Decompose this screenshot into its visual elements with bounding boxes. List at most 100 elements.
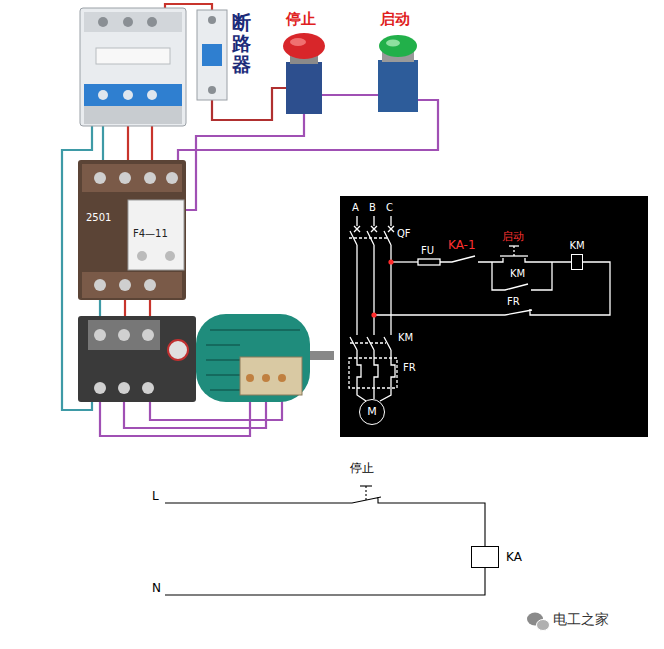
- schematic-panel: [349, 358, 397, 388]
- circuit-breaker: [147, 90, 157, 100]
- contactor: [137, 251, 147, 261]
- circuit-breaker: [84, 84, 182, 106]
- schematic-panel: [513, 246, 514, 256]
- symbol-label: 启动: [502, 230, 524, 243]
- phase-name: C: [386, 202, 393, 214]
- wire: [99, 298, 101, 318]
- stop-button: [286, 62, 322, 114]
- motor-picture: [262, 374, 270, 382]
- thermal-relay: [118, 329, 130, 341]
- thermal-relay: [88, 320, 160, 350]
- motor-symbol: M: [359, 399, 385, 425]
- start-button: [379, 35, 417, 57]
- contactor: [94, 172, 106, 184]
- schematic-panel: [367, 216, 378, 399]
- line-name: N: [152, 581, 161, 595]
- schematic-panel: [380, 216, 395, 401]
- model-number: F4—11: [133, 228, 168, 240]
- contactor: [166, 172, 178, 184]
- control-circuit: [365, 486, 366, 500]
- stop-button: [283, 33, 325, 59]
- thermal-relay: [168, 340, 188, 360]
- schematic-panel: [340, 196, 648, 437]
- contactor: [78, 160, 186, 300]
- single-pole-breaker: [202, 44, 222, 66]
- control-circuit: [165, 497, 485, 546]
- button-caption: 停止: [286, 10, 316, 28]
- schematic-panel: [349, 216, 610, 401]
- device-caption: 断路器: [232, 12, 251, 75]
- thermal-relay: [142, 382, 154, 394]
- wire: [320, 94, 380, 96]
- button-caption: 启动: [380, 10, 410, 28]
- single-pole-breaker: [208, 86, 216, 94]
- schematic-panel: [340, 196, 648, 437]
- circuit-breaker: [147, 17, 157, 27]
- stop-button: [283, 33, 325, 114]
- circuit-breaker: [98, 90, 108, 100]
- circuit-breaker: [84, 106, 182, 124]
- thermal-relay: [94, 329, 106, 341]
- line-name: L: [152, 489, 159, 503]
- motor-picture: [278, 374, 286, 382]
- coil-symbol: KA: [471, 546, 522, 568]
- symbol-label: KM: [398, 332, 413, 344]
- circuit-breaker: [80, 8, 186, 126]
- symbol-label: FU: [421, 245, 434, 257]
- single-pole-breaker: [197, 10, 227, 100]
- coil-symbol: KM: [567, 239, 587, 270]
- contactor: [128, 200, 184, 270]
- control-circuit: [360, 485, 372, 486]
- thermal-relay: [118, 382, 130, 394]
- symbol-label: FR: [403, 362, 416, 374]
- symbol-label: KM: [569, 239, 584, 253]
- circuit-breaker: [80, 8, 186, 126]
- control-circuit: [165, 568, 485, 595]
- contactor: [82, 272, 182, 298]
- wire: [127, 126, 129, 162]
- schematic-panel: [350, 216, 366, 401]
- motor-picture: [310, 351, 334, 360]
- start-button: [386, 40, 400, 47]
- thermal-relay: [78, 316, 196, 402]
- watermark-icon: [537, 620, 550, 631]
- motor-picture: [196, 314, 310, 402]
- contactor: [144, 279, 156, 291]
- schematic-panel: [509, 245, 519, 246]
- contactor: [82, 164, 182, 192]
- thermal-relay: [94, 382, 106, 394]
- contactor: [119, 172, 131, 184]
- control-circuit: [165, 486, 485, 595]
- motor-picture: [246, 374, 254, 382]
- circuit-breaker: [123, 90, 133, 100]
- wire: [184, 112, 304, 210]
- model-number: 2501: [86, 212, 111, 224]
- symbol-label: KA: [506, 550, 522, 564]
- wire: [124, 298, 126, 318]
- start-button: [378, 60, 418, 112]
- schematic-panel: [440, 256, 571, 262]
- contactor: [94, 279, 106, 291]
- circuit-breaker: [123, 17, 133, 27]
- schematic-panel: [492, 262, 552, 290]
- symbol-label: 停止: [350, 461, 374, 475]
- circuit-breaker: [84, 12, 182, 32]
- watermark: 电工之家: [553, 611, 609, 628]
- circuit-breaker: [98, 17, 108, 27]
- symbol-label: FR: [507, 296, 520, 308]
- symbol-label: M: [367, 405, 377, 419]
- motor-picture: [240, 357, 302, 395]
- contactor: [119, 279, 131, 291]
- stop-button: [290, 38, 306, 46]
- contactor: [165, 251, 175, 261]
- thermal-relay: [142, 329, 154, 341]
- circuit-breaker: [96, 48, 170, 64]
- schematic-panel: [418, 259, 440, 265]
- single-pole-breaker: [197, 10, 227, 100]
- phase-name: A: [352, 202, 359, 214]
- thermal-relay: [78, 316, 196, 402]
- coil-box: [471, 546, 499, 568]
- phase-name: B: [369, 202, 376, 214]
